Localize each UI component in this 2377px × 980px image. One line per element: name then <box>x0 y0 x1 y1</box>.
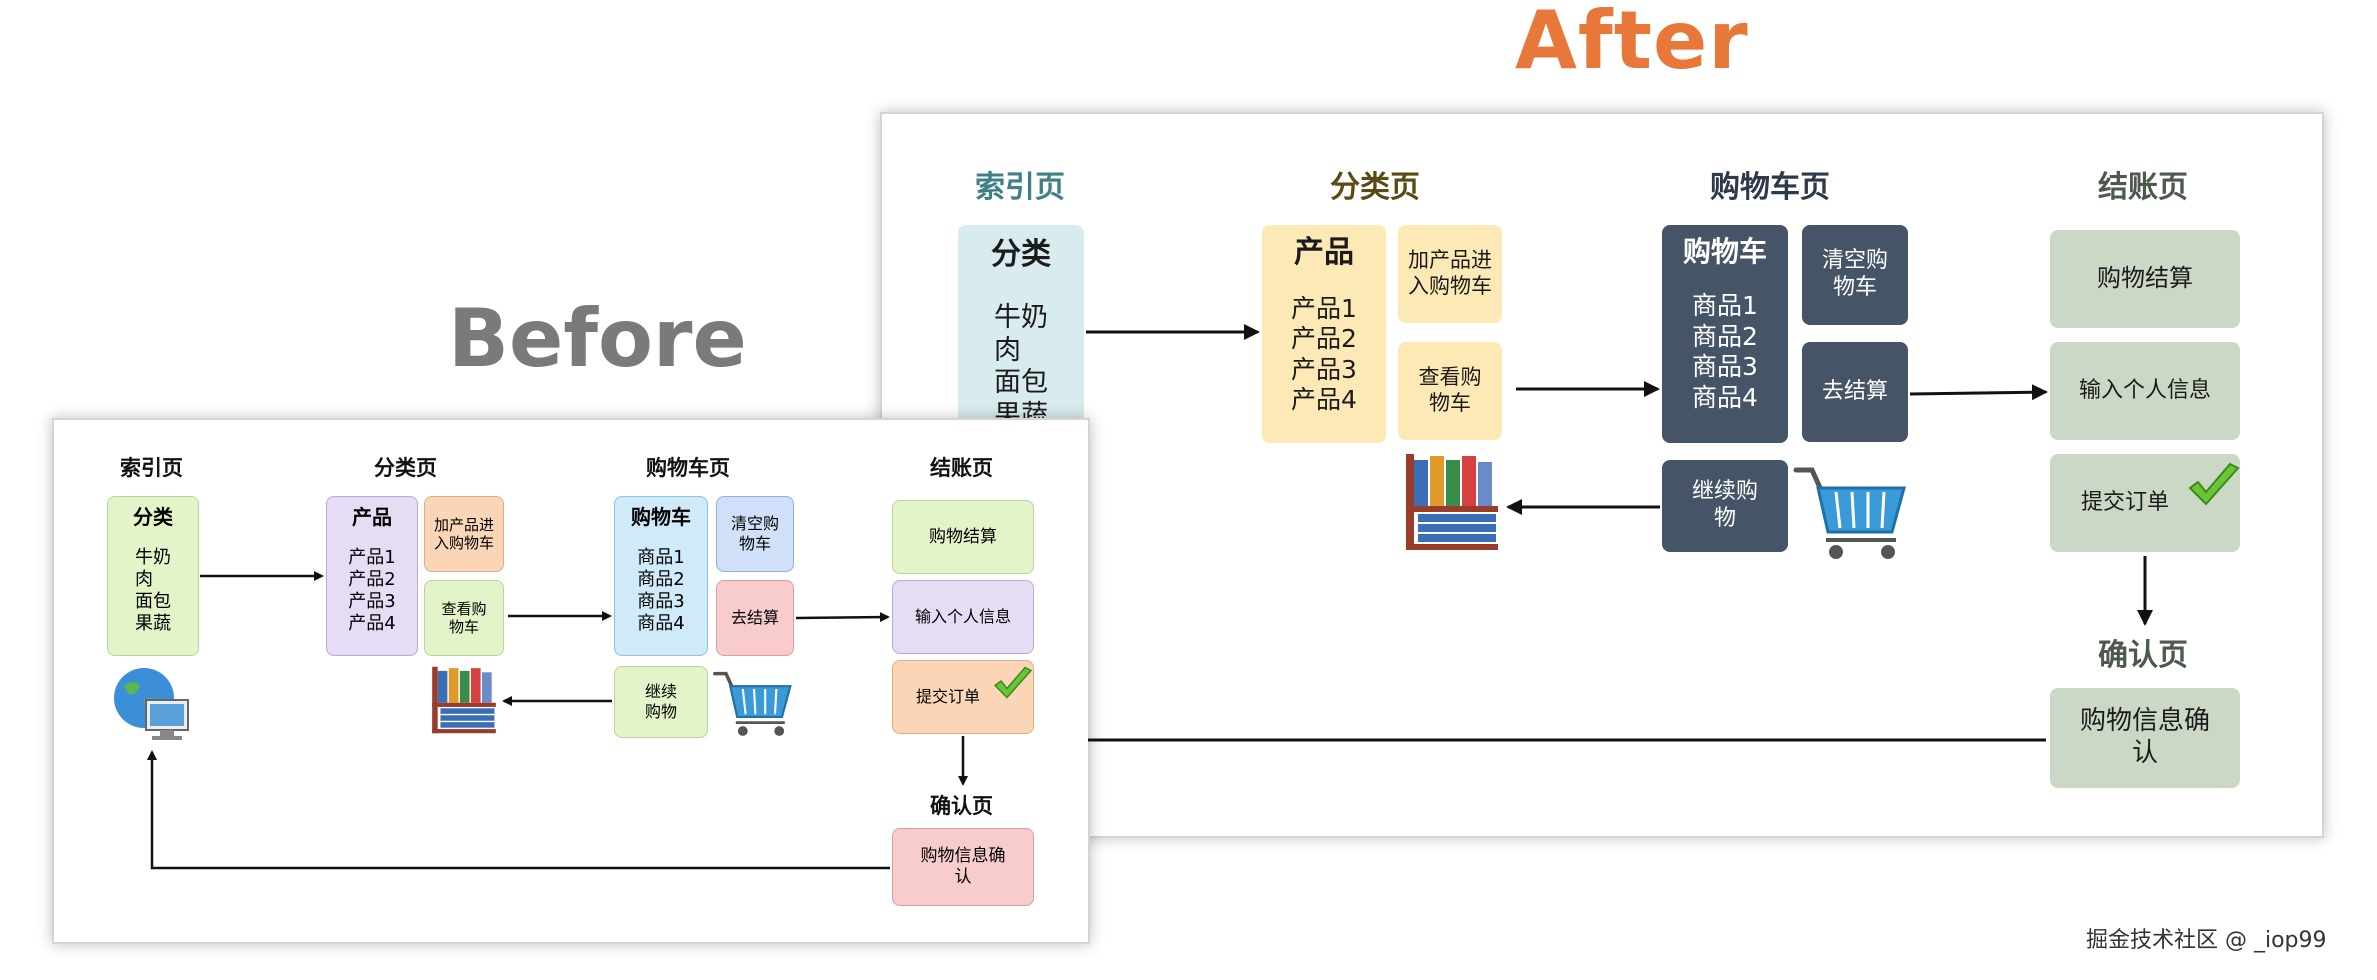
after-clear-cart-label: 清空购物车 <box>1821 248 1888 300</box>
before-header-cart: 购物车页 <box>646 456 730 480</box>
before-cart-title: 购物车 <box>631 505 691 529</box>
before-go-checkout-button[interactable]: 去结算 <box>716 580 794 656</box>
before-cart-item: 商品2 <box>637 569 685 591</box>
after-header-confirm: 确认页 <box>2098 638 2188 673</box>
after-category-item: 牛奶 <box>994 301 1048 333</box>
after-product-item: 产品4 <box>1291 385 1357 415</box>
before-product-item: 产品4 <box>348 613 396 635</box>
before-continue-shopping-button[interactable]: 继续购物 <box>614 666 708 738</box>
after-clear-cart-button[interactable]: 清空购物车 <box>1802 225 1908 325</box>
after-checkout-step-1: 购物结算 <box>2050 230 2240 328</box>
before-clear-cart-label: 清空购物车 <box>731 514 780 553</box>
after-add-to-cart-button[interactable]: 加产品进入购物车 <box>1398 225 1502 323</box>
after-cart-box: 购物车 商品1 商品2 商品3 商品4 <box>1662 225 1788 443</box>
after-product-item: 产品3 <box>1291 354 1357 384</box>
after-header-index: 索引页 <box>975 170 1065 205</box>
before-title: Before <box>448 292 747 385</box>
before-go-checkout-label: 去结算 <box>730 608 779 628</box>
before-cart-item: 商品1 <box>637 547 685 569</box>
after-view-cart-button[interactable]: 查看购物车 <box>1398 342 1502 440</box>
before-clear-cart-button[interactable]: 清空购物车 <box>716 496 794 572</box>
before-product-item: 产品1 <box>348 547 396 569</box>
before-category-item: 牛奶 <box>135 547 171 569</box>
after-bookshelf-icon <box>1406 454 1498 550</box>
after-checkout-step-1-label: 购物结算 <box>2097 264 2193 293</box>
after-shopping-cart-icon <box>1793 467 1906 559</box>
after-category-item: 面包 <box>994 367 1048 399</box>
before-confirm-label: 购物信息确认 <box>920 846 1006 887</box>
before-checkout-step-1: 购物结算 <box>892 500 1034 574</box>
after-product-item: 产品2 <box>1291 324 1357 354</box>
after-cart-item: 商品1 <box>1692 291 1758 321</box>
before-add-to-cart-button[interactable]: 加产品进入购物车 <box>424 496 504 572</box>
after-continue-shopping-label: 继续购物 <box>1692 479 1759 531</box>
before-shopping-cart-icon <box>713 671 792 736</box>
after-cart-title: 购物车 <box>1682 235 1767 268</box>
before-checkout-step-3-label: 提交订单 <box>915 687 980 707</box>
before-product-item: 产品2 <box>348 569 396 591</box>
after-checkout-step-3-label: 提交订单 <box>2080 489 2169 515</box>
before-category-item: 果蔬 <box>135 613 171 635</box>
before-bookshelf-icon <box>432 666 496 734</box>
before-product-title: 产品 <box>352 505 392 529</box>
after-checkout-step-3: 提交订单 <box>2050 454 2240 552</box>
after-product-item: 产品1 <box>1291 293 1357 323</box>
before-cart-item: 商品4 <box>637 613 685 635</box>
after-confirm-label: 购物信息确认 <box>2079 706 2210 768</box>
before-globe-computer-icon <box>114 668 189 740</box>
after-header-cart: 购物车页 <box>1710 170 1830 205</box>
before-header-checkout: 结账页 <box>930 456 993 480</box>
after-header-checkout: 结账页 <box>2098 170 2188 205</box>
before-view-cart-label: 查看购物车 <box>441 599 487 636</box>
watermark: 掘金技术社区 @ _iop99 <box>2086 928 2327 953</box>
before-cart-item: 商品3 <box>637 591 685 613</box>
before-checkmark-icon <box>993 666 1033 699</box>
before-product-box: 产品 产品1 产品2 产品3 产品4 <box>326 496 418 656</box>
after-checkout-step-2: 输入个人信息 <box>2050 342 2240 440</box>
after-checkout-step-2-label: 输入个人信息 <box>2078 377 2211 403</box>
after-cart-item: 商品2 <box>1692 321 1758 351</box>
before-confirm-box: 购物信息确认 <box>892 828 1034 906</box>
before-category-title: 分类 <box>133 505 173 529</box>
after-category-title: 分类 <box>991 237 1051 272</box>
before-header-confirm: 确认页 <box>930 794 993 818</box>
after-header-category: 分类页 <box>1330 170 1420 205</box>
after-category-item: 肉 <box>994 334 1021 366</box>
after-product-title: 产品 <box>1294 235 1354 270</box>
after-cart-item: 商品3 <box>1692 352 1758 382</box>
after-product-box: 产品 产品1 产品2 产品3 产品4 <box>1262 225 1386 443</box>
before-header-index: 索引页 <box>120 456 183 480</box>
after-go-checkout-label: 去结算 <box>1821 378 1888 404</box>
before-cart-box: 购物车 商品1 商品2 商品3 商品4 <box>614 496 708 656</box>
before-checkout-step-2-label: 输入个人信息 <box>914 607 1011 627</box>
before-category-box: 分类 牛奶 肉 面包 果蔬 <box>107 496 199 656</box>
before-category-item: 肉 <box>135 569 153 591</box>
after-go-checkout-button[interactable]: 去结算 <box>1802 342 1908 442</box>
before-checkout-step-1-label: 购物结算 <box>929 526 997 547</box>
before-add-to-cart-label: 加产品进入购物车 <box>433 515 494 552</box>
before-product-item: 产品3 <box>348 591 396 613</box>
after-add-to-cart-label: 加产品进入购物车 <box>1408 248 1492 298</box>
after-checkmark-icon <box>2188 462 2240 506</box>
before-checkout-step-2: 输入个人信息 <box>892 580 1034 654</box>
after-view-cart-label: 查看购物车 <box>1418 365 1482 415</box>
before-header-category: 分类页 <box>374 456 437 480</box>
after-cart-item: 商品4 <box>1692 382 1758 412</box>
before-view-cart-button[interactable]: 查看购物车 <box>424 580 504 656</box>
after-continue-shopping-button[interactable]: 继续购物 <box>1662 460 1788 552</box>
before-checkout-step-3: 提交订单 <box>892 660 1034 734</box>
before-continue-shopping-label: 继续购物 <box>644 682 677 721</box>
after-confirm-box: 购物信息确认 <box>2050 688 2240 788</box>
after-title: After <box>1515 0 1749 87</box>
before-category-item: 面包 <box>135 591 171 613</box>
